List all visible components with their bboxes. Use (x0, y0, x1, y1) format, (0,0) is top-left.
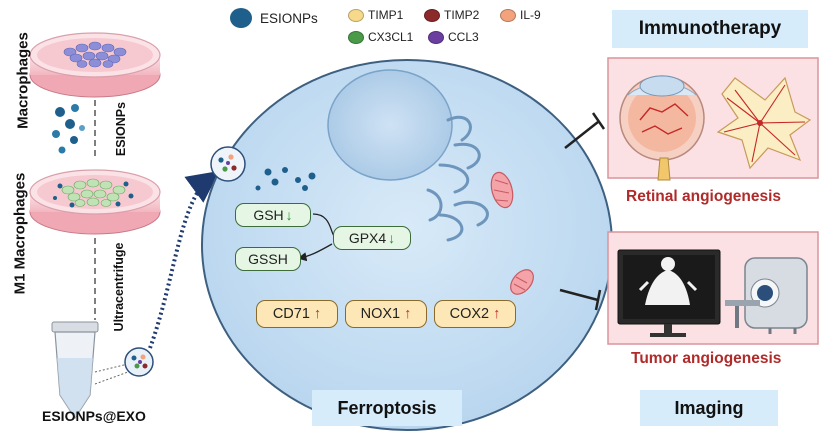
down-arrow-icon: ↓ (285, 207, 293, 223)
legend-cx3cl1: CX3CL1 (348, 30, 413, 44)
legend-ccl3: CCL3 (428, 30, 479, 44)
legend-cx3cl1-label: CX3CL1 (368, 30, 414, 44)
ccl3-legend-icon (428, 30, 444, 44)
gsh-label: GSH (253, 207, 284, 223)
eye-illustration (619, 75, 705, 181)
tumor-angiogenesis-caption: Tumor angiogenesis (631, 350, 782, 367)
cox2-pill: COX2↑ (434, 300, 516, 328)
legend-il9: IL-9 (500, 8, 541, 22)
macrophages-label: Macrophages (14, 32, 32, 129)
cd71-pill: CD71↑ (256, 300, 338, 328)
legend-esionps-label: ESIONPs (260, 10, 318, 26)
cox2-label: COX2 (449, 306, 490, 322)
imaging-title: Imaging (640, 390, 778, 426)
gssh-pill: GSSH (235, 247, 301, 271)
down-arrow-icon: ↓ (388, 230, 396, 246)
m1-macrophages-label: M1 Macrophages (11, 172, 29, 295)
legend-esionps: ESIONPs (230, 8, 318, 28)
exosome-particle-membrane (210, 146, 246, 182)
legend-il9-label: IL-9 (520, 8, 541, 22)
petri-dish-m1-macrophages (29, 169, 161, 235)
mitochondrion-1 (490, 171, 514, 209)
cd71-label: CD71 (272, 306, 310, 322)
legend-timp2: TIMP2 (424, 8, 479, 22)
imaging-monitor-illustration (617, 249, 721, 337)
ultracentrifuge-label: Ultracentrifuge (112, 242, 126, 332)
cx3cl1-legend-icon (348, 30, 364, 44)
gssh-label: GSSH (248, 251, 288, 267)
gpx4-pill: GPX4↓ (333, 226, 411, 250)
legend-timp2-label: TIMP2 (444, 8, 480, 22)
delivery-arrow (148, 170, 220, 349)
mitochondrion-2 (510, 269, 534, 295)
centrifuge-tube (51, 321, 99, 420)
inhibit-retinal (564, 112, 606, 149)
legend-timp1: TIMP1 (348, 8, 403, 22)
petri-dish-macrophages (29, 32, 161, 98)
esionps-exo-label: ESIONPs@EXO (42, 408, 146, 424)
legend-ccl3-label: CCL3 (448, 30, 479, 44)
timp1-legend-icon (348, 8, 364, 22)
esionps-cluster (52, 104, 85, 154)
ferroptosis-title: Ferroptosis (312, 390, 462, 426)
up-arrow-icon: ↑ (313, 306, 322, 322)
nucleus (327, 69, 453, 181)
nox1-label: NOX1 (360, 306, 401, 322)
up-arrow-icon: ↑ (493, 306, 501, 322)
timp2-legend-icon (424, 8, 440, 22)
il9-legend-icon (500, 8, 516, 22)
gpx4-label: GPX4 (348, 230, 387, 246)
immunotherapy-title: Immunotherapy (612, 10, 808, 48)
retina-flatmount-illustration (716, 76, 812, 170)
retinal-angiogenesis-caption: Retinal angiogenesis (626, 188, 782, 205)
inhibit-tumor (559, 288, 602, 311)
golgi-apparatus (426, 115, 489, 242)
scanner-illustration (725, 257, 808, 334)
intracellular-esionps (255, 167, 316, 191)
esionps-legend-icon (230, 8, 252, 28)
exosome-particle-small (124, 347, 154, 377)
esionps-arrow-label: ESIONPs (114, 101, 128, 157)
gpx4-to-gssh-arrow (297, 243, 333, 262)
nox1-pill: NOX1↑ (345, 300, 427, 328)
gsh-pill: GSH↓ (235, 203, 311, 227)
legend-timp1-label: TIMP1 (368, 8, 404, 22)
up-arrow-icon: ↑ (404, 306, 412, 322)
